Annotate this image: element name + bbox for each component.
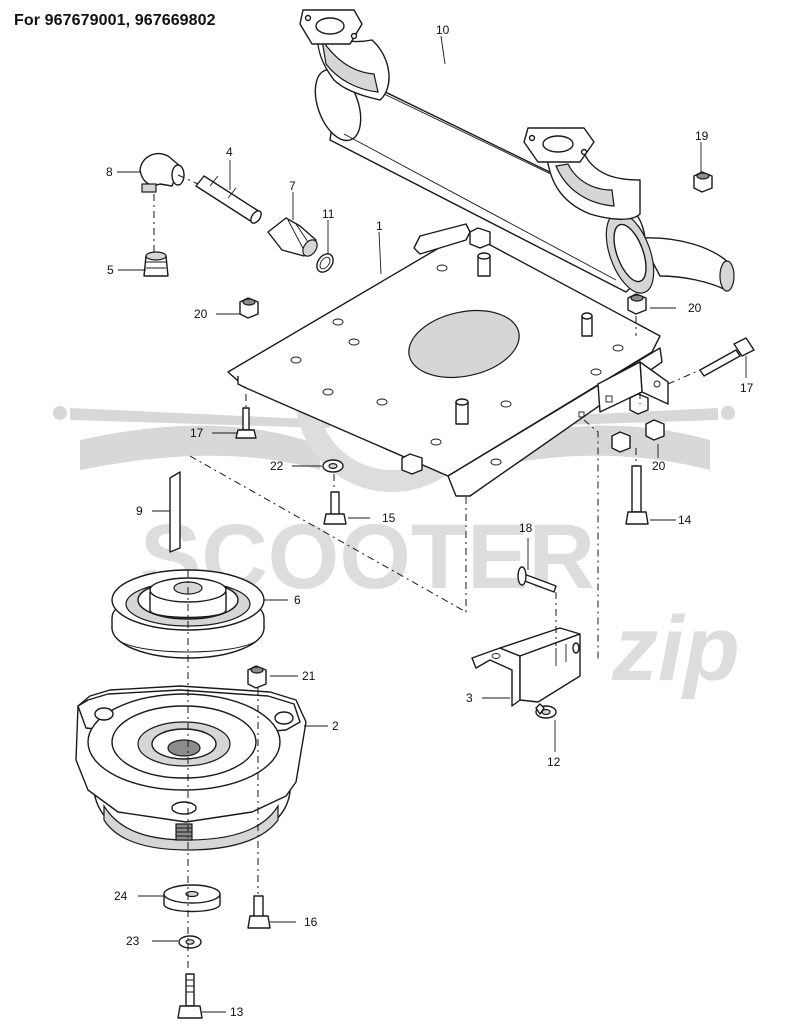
part-2-clutch xyxy=(75,685,307,851)
callout-19: 19 xyxy=(695,129,709,143)
part-10-muffler xyxy=(299,9,735,294)
part-12-clip xyxy=(535,703,557,719)
callout-14: 14 xyxy=(678,513,692,527)
part-4-pipe xyxy=(195,175,262,224)
callout-18: 18 xyxy=(519,521,533,535)
callout-21: 21 xyxy=(302,669,316,683)
part-1-mounting-plate xyxy=(227,223,669,497)
part-15-bolt xyxy=(323,491,347,525)
callout-8: 8 xyxy=(106,165,113,179)
callout-24: 24 xyxy=(114,889,128,903)
callout-22: 22 xyxy=(270,459,284,473)
part-3-bracket xyxy=(471,627,581,707)
callout-5: 5 xyxy=(107,263,114,277)
part-7-adapter xyxy=(267,217,318,257)
callout-1: 1 xyxy=(376,219,383,233)
part-21-nut xyxy=(247,665,267,689)
part-24-spacer xyxy=(163,884,221,913)
callout-4: 4 xyxy=(226,145,233,159)
callout-10: 10 xyxy=(436,23,450,37)
leader-lines xyxy=(117,35,747,1013)
callout-7: 7 xyxy=(289,179,296,193)
callout-20-left: 20 xyxy=(194,307,208,321)
part-18-bolt xyxy=(517,566,557,593)
callout-2: 2 xyxy=(332,719,339,733)
part-20-nut-left xyxy=(239,297,259,319)
part-17-bolt-right xyxy=(667,337,755,385)
callout-3: 3 xyxy=(466,691,473,705)
part-9-key xyxy=(169,471,181,553)
callout-17-left: 17 xyxy=(190,426,204,440)
callout-17-right: 17 xyxy=(740,381,754,395)
callout-20-right: 20 xyxy=(688,301,702,315)
callout-11: 11 xyxy=(322,207,335,221)
callout-20-bracket: 20 xyxy=(652,459,666,473)
callout-23: 23 xyxy=(126,934,140,948)
part-19-nut xyxy=(693,171,713,193)
part-16-bolt xyxy=(247,895,271,929)
part-8-elbow xyxy=(139,152,185,193)
part-20-nuts-bracket xyxy=(611,393,665,453)
part-14-bolt xyxy=(625,465,649,525)
part-23-washer xyxy=(178,935,202,949)
callout-9: 9 xyxy=(136,504,143,518)
diagram-title: For 967679001, 967669802 xyxy=(14,12,216,29)
part-17-bolt-left xyxy=(235,407,257,439)
part-20-nut-right-top xyxy=(627,293,647,315)
callout-15: 15 xyxy=(382,511,396,525)
part-5-fitting xyxy=(143,251,169,277)
part-22-washer xyxy=(322,459,344,473)
callout-12: 12 xyxy=(547,755,561,769)
part-13-bolt xyxy=(177,973,203,1019)
part-11-o-ring xyxy=(316,253,334,273)
callout-13: 13 xyxy=(230,1005,244,1019)
callout-16: 16 xyxy=(304,915,318,929)
watermark-brand-script: zip xyxy=(611,598,740,700)
callout-6: 6 xyxy=(294,593,301,607)
